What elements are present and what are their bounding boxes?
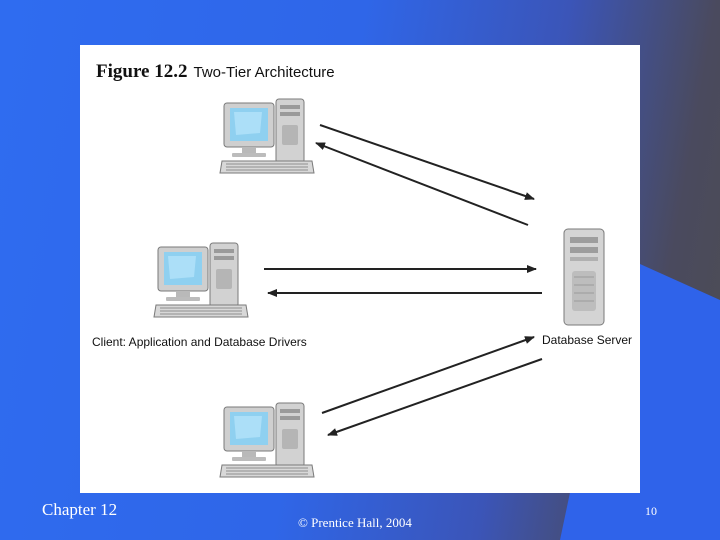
arrow-icon [327,358,543,436]
copyright-notice: © Prentice Hall, 2004 [298,515,412,530]
chapter-label: Chapter 12 [42,500,118,519]
arrow-icon [321,336,535,414]
two-tier-diagram [153,98,605,478]
database-server-icon [563,228,605,326]
page-number: 10 [645,504,657,518]
figure-number: Figure 12.2 [96,61,188,82]
arrow-icon [319,124,535,200]
figure-title: Two-Tier Architecture [193,64,335,81]
figure-heading: Figure 12.2 Two-Tier Architecture [96,61,335,83]
client-computer-icon [153,242,249,318]
client-label: Client: Application and Database Drivers [92,335,307,349]
client-computer-icon [219,402,315,478]
figure-panel: Figure 12.2 Two-Tier Architecture [80,45,640,493]
client-computer-icon [219,98,315,174]
arrow-icon [315,142,529,226]
server-label: Database Server [542,333,633,347]
